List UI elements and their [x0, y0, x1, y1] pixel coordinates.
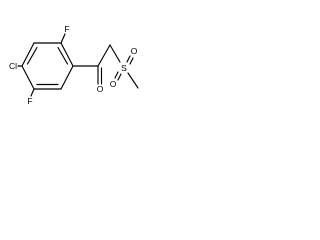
ring-bond-c1-c2: [60, 42, 74, 67]
atom-label-sulfur: S: [121, 63, 127, 73]
ring-bond-c4-c5: [21, 65, 35, 90]
s-o-upper-double-bond-a: [126, 55, 131, 63]
bond-ch2-s: [109, 44, 121, 63]
benzene-ring: [21, 42, 74, 90]
ring-double-bond-c1-c2: [57, 46, 69, 65]
bond-c2-f-top: [60, 33, 66, 44]
bond-c5-f-bottom: [30, 88, 35, 97]
s-o-upper-double-bond-b: [129, 57, 134, 65]
ring-bond-c3-c4: [21, 42, 35, 67]
molecule-structure-diagram: F Cl F O S O O: [9, 24, 139, 106]
bond-carbonyl-ch2: [97, 44, 111, 67]
atom-label-fluorine-top: F: [64, 24, 69, 34]
s-o-lower-double-bond-a: [117, 73, 122, 81]
s-o-lower-double-bond-b: [114, 71, 119, 79]
atom-label-fluorine-bottom: F: [27, 96, 32, 106]
atom-label-oxygen-sulfonyl-upper: O: [131, 46, 138, 56]
ring-double-bond-c3-c4: [26, 46, 38, 65]
atom-label-oxygen-sulfonyl-lower: O: [110, 79, 117, 89]
ring-bond-c6-c1: [60, 65, 74, 90]
atom-label-chlorine: Cl: [9, 61, 17, 71]
bond-s-ch3: [127, 72, 139, 89]
atom-label-oxygen-carbonyl: O: [97, 84, 104, 94]
